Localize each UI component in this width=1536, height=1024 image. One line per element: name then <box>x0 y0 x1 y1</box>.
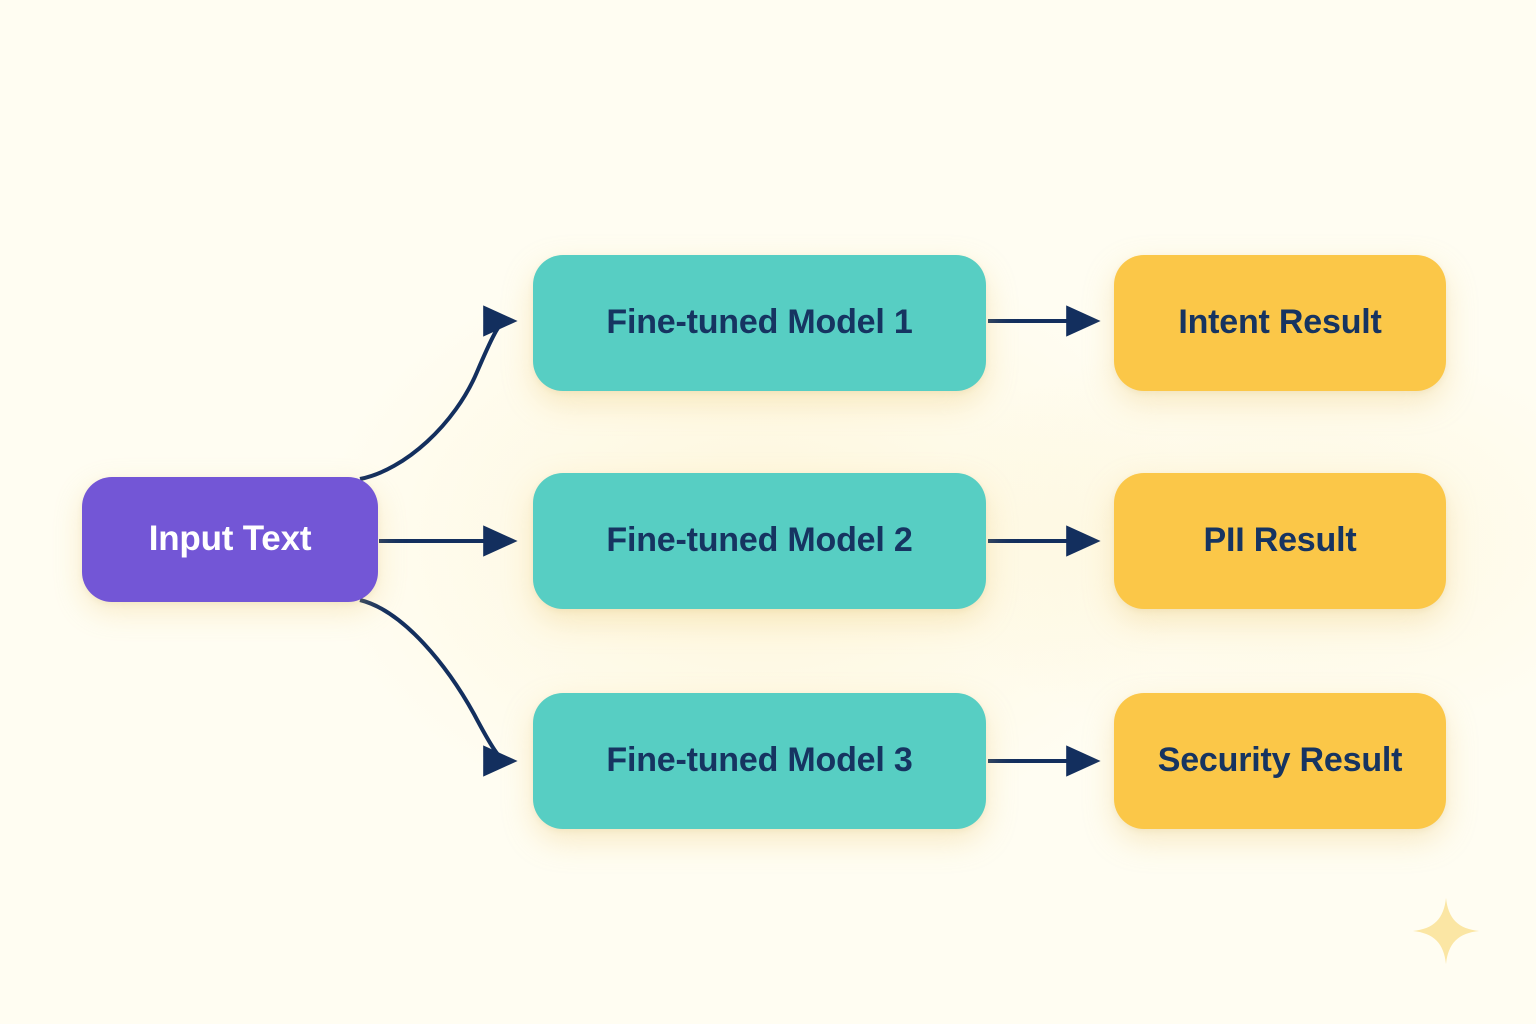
node-pii-result-label: PII Result <box>1203 521 1357 560</box>
node-input-text[interactable]: Input Text <box>82 477 378 602</box>
node-fine-tuned-model-3-label: Fine-tuned Model 3 <box>606 741 913 780</box>
node-fine-tuned-model-3[interactable]: Fine-tuned Model 3 <box>533 693 986 829</box>
node-fine-tuned-model-1[interactable]: Fine-tuned Model 1 <box>533 255 986 391</box>
node-fine-tuned-model-2[interactable]: Fine-tuned Model 2 <box>533 473 986 609</box>
node-intent-result[interactable]: Intent Result <box>1114 255 1446 391</box>
node-input-text-label: Input Text <box>148 519 312 559</box>
edge-input-to-model-1 <box>359 305 518 481</box>
node-fine-tuned-model-1-label: Fine-tuned Model 1 <box>606 303 913 342</box>
node-pii-result[interactable]: PII Result <box>1114 473 1446 609</box>
node-intent-result-label: Intent Result <box>1178 303 1382 342</box>
node-security-result[interactable]: Security Result <box>1114 693 1446 829</box>
edge-input-to-model-3 <box>359 598 518 777</box>
sparkle-icon <box>1412 897 1480 965</box>
node-fine-tuned-model-2-label: Fine-tuned Model 2 <box>606 521 913 560</box>
node-security-result-label: Security Result <box>1157 741 1403 780</box>
